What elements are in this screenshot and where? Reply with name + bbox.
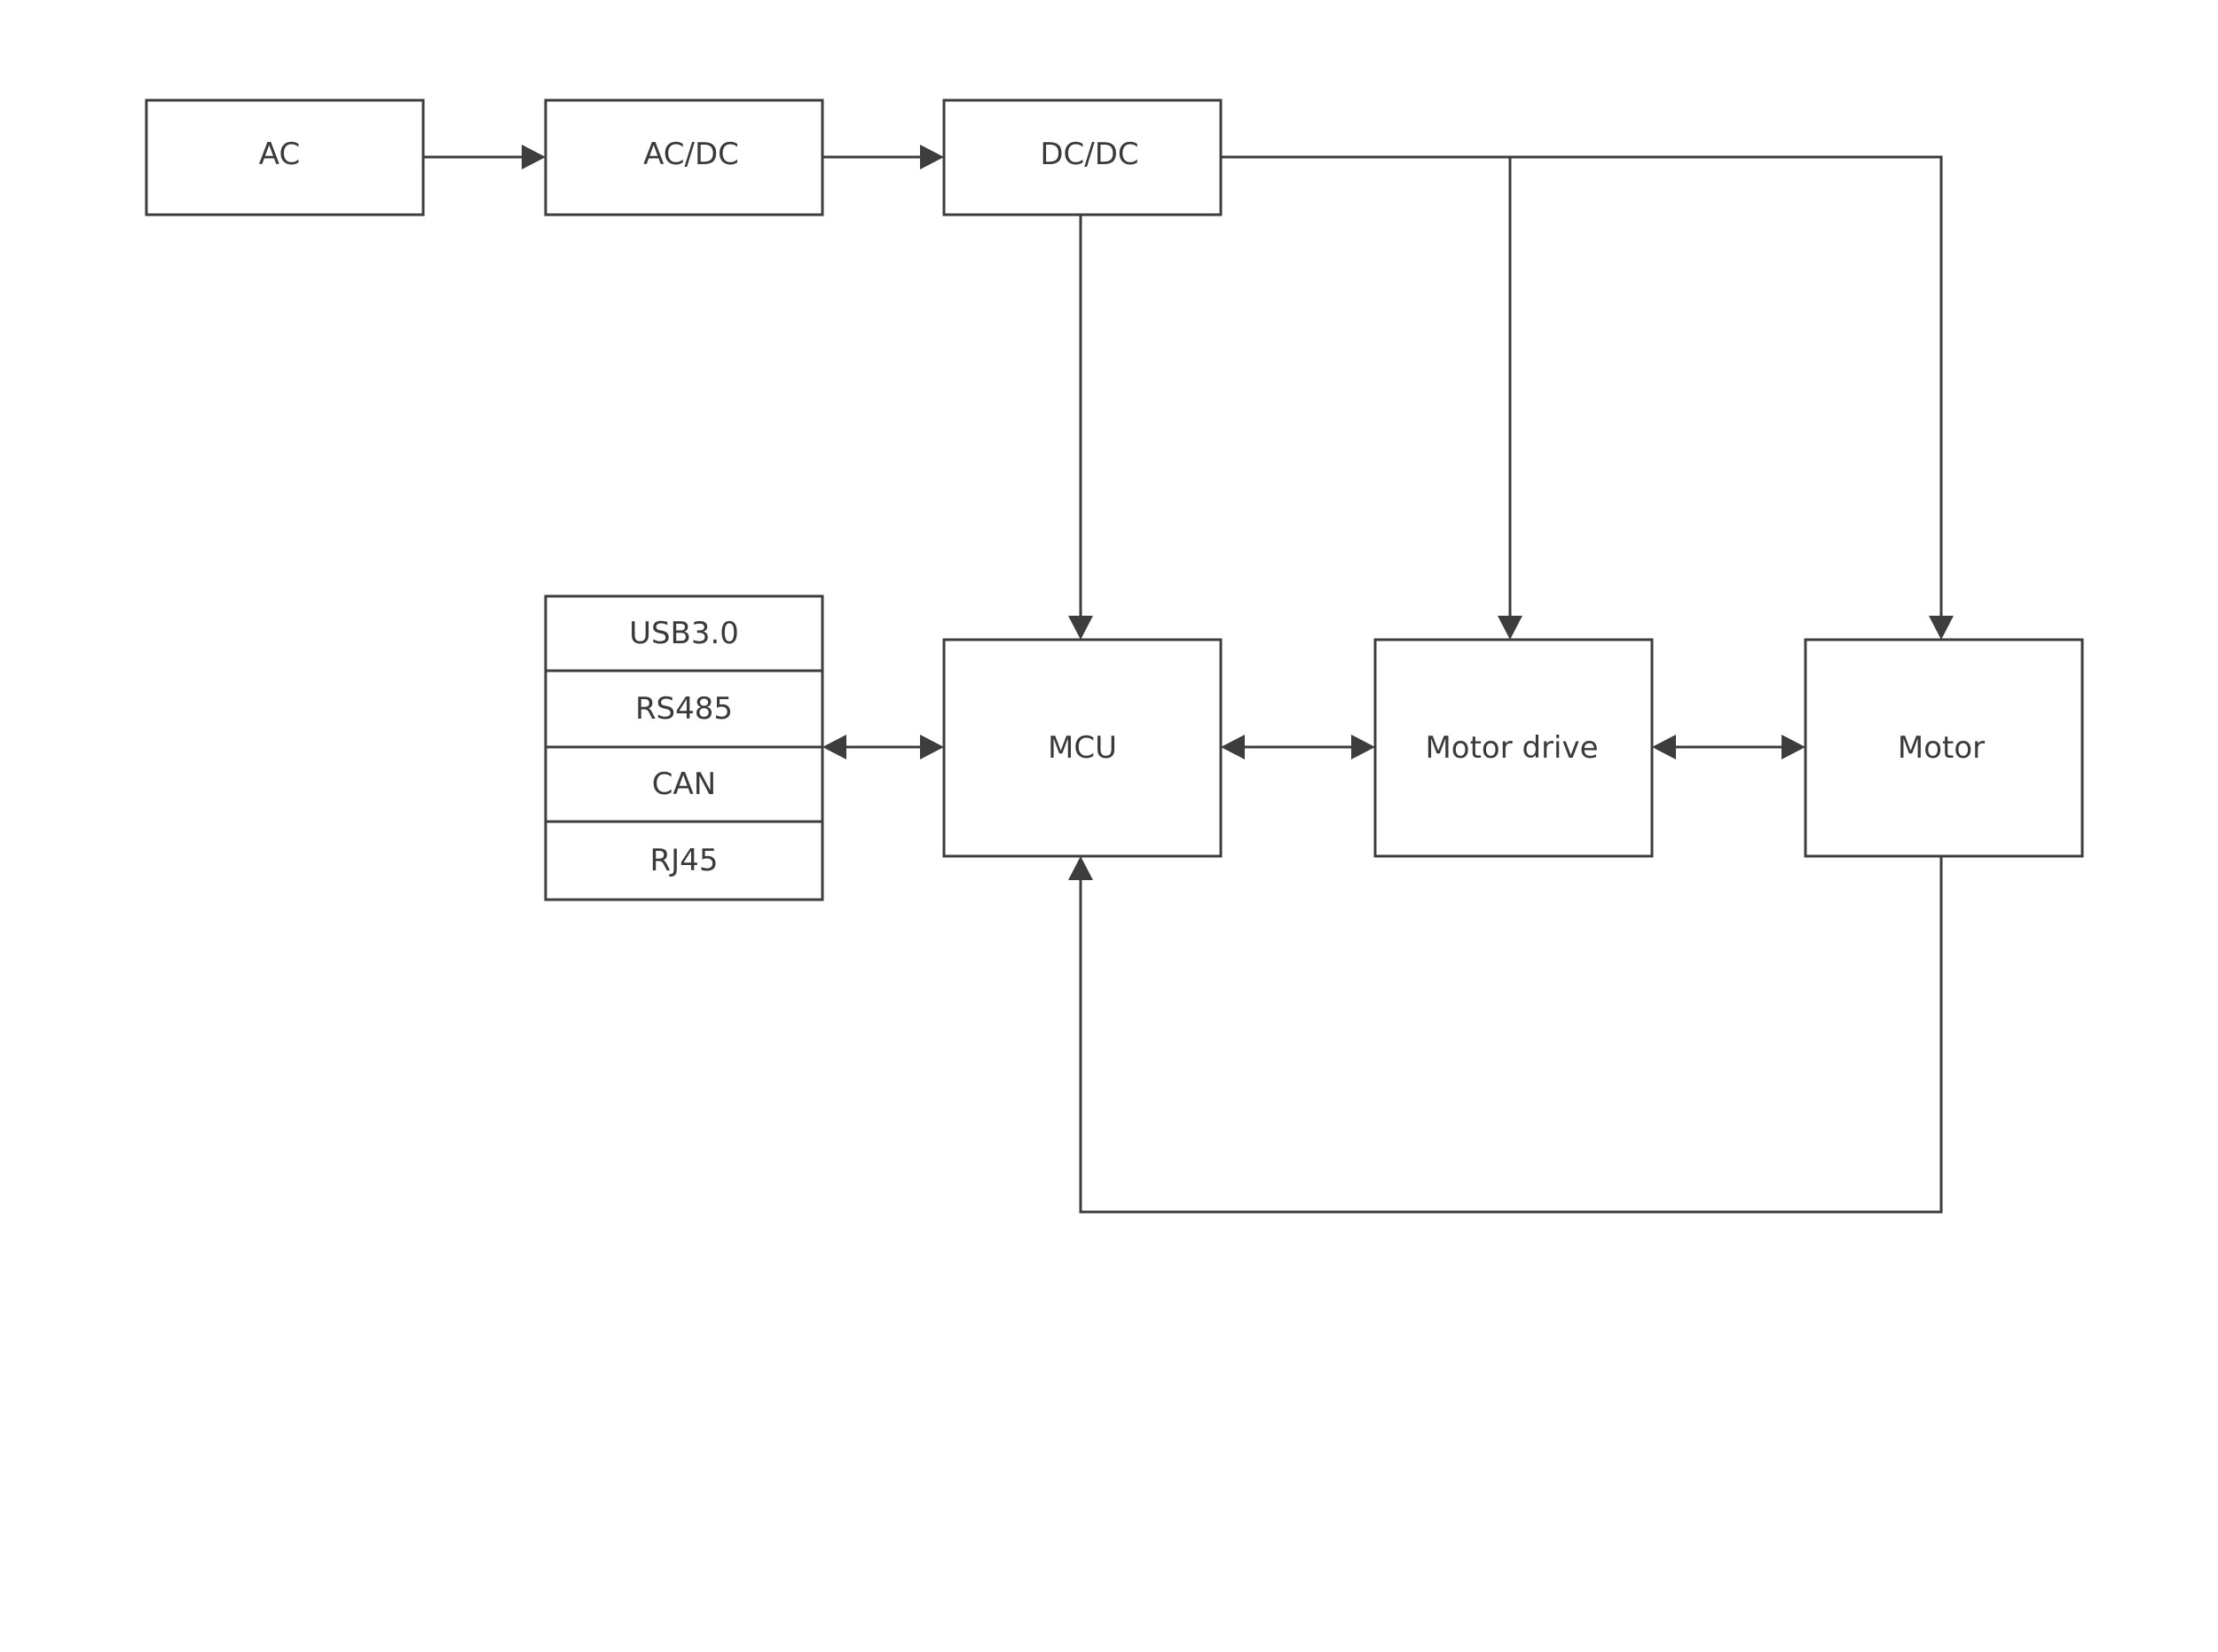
arrow-acdc-to-dcdc: [822, 145, 944, 169]
block-motor-drive: Motor drive: [1373, 638, 1654, 858]
block-mcu-label: MCU: [1048, 730, 1117, 766]
arrow-dcdc-to-motor-drive-and-motor: [1221, 155, 1954, 640]
interface-usb: USB3.0: [629, 616, 739, 651]
interface-rs485: RS485: [635, 691, 733, 727]
arrow-mcu-motor-drive: [1221, 735, 1375, 759]
block-ac-label: AC: [259, 137, 300, 172]
interface-can: CAN: [652, 767, 716, 802]
block-motor: Motor: [1804, 638, 2084, 858]
block-acdc-label: AC/DC: [643, 137, 739, 172]
interface-stack: USB3.0 RS485 CAN RJ45: [544, 594, 824, 901]
block-motor-drive-label: Motor drive: [1425, 730, 1598, 766]
block-acdc: AC/DC: [544, 98, 824, 216]
arrow-motor-drive-motor: [1652, 735, 1805, 759]
block-mcu: MCU: [942, 638, 1223, 858]
arrow-dcdc-to-mcu: [1068, 215, 1093, 640]
interface-rj45: RJ45: [650, 843, 719, 878]
block-motor-label: Motor: [1898, 730, 1985, 766]
arrow-interfaces-mcu: [822, 735, 944, 759]
block-ac: AC: [145, 98, 425, 216]
arrow-motor-feedback-to-mcu: [1068, 856, 1943, 1214]
block-dcdc-label: DC/DC: [1040, 137, 1138, 172]
arrow-ac-to-acdc: [423, 145, 546, 169]
block-dcdc: DC/DC: [942, 98, 1223, 216]
